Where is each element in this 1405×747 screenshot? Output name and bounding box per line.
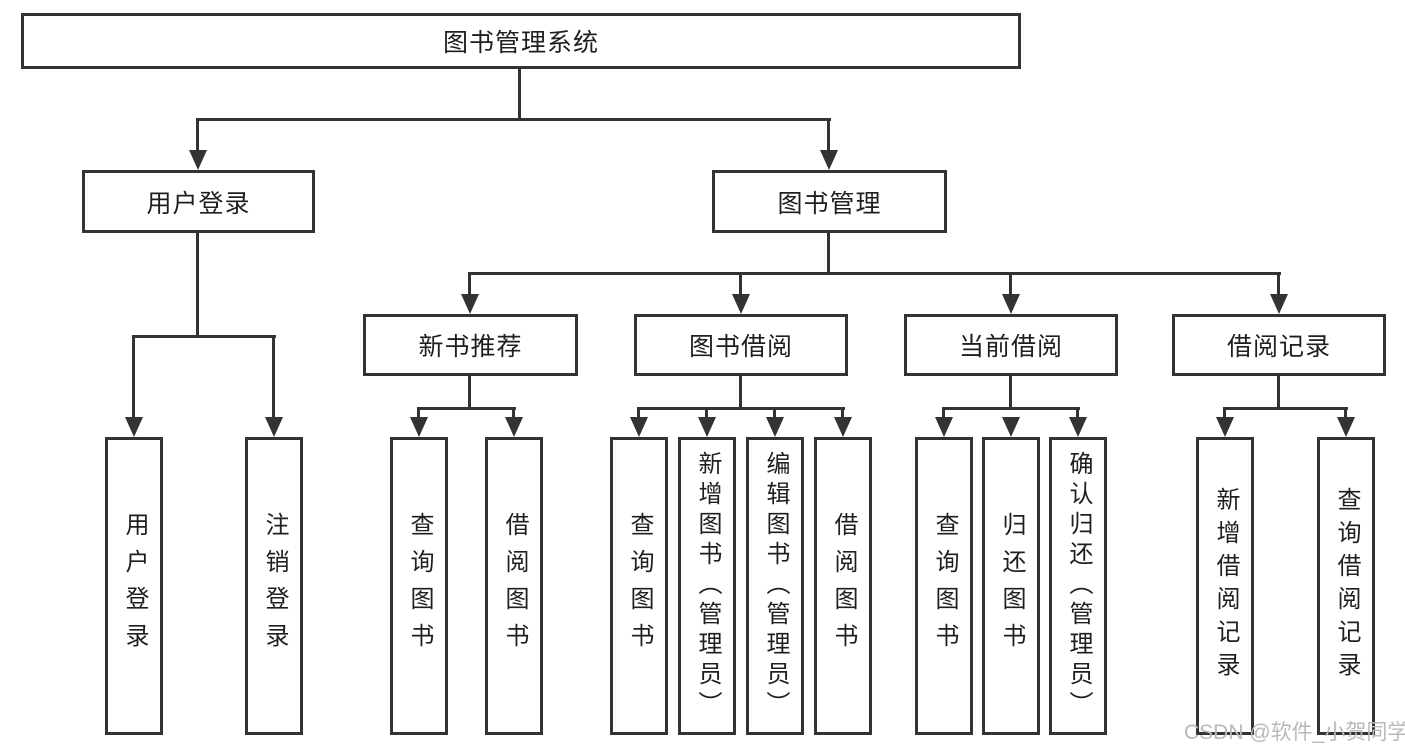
connector-shaft bbox=[827, 121, 830, 152]
arrowhead-leaf bbox=[505, 417, 523, 437]
arrowhead-leaf bbox=[630, 417, 648, 437]
connector-shaft bbox=[705, 410, 708, 419]
connector-shaft bbox=[1344, 410, 1347, 419]
connector-shaft bbox=[196, 121, 199, 152]
node-leaf-borrow-books: 借阅图书 bbox=[814, 437, 872, 735]
connector-bm-stub bbox=[827, 233, 830, 275]
arrowhead-leaf bbox=[766, 417, 784, 437]
node-leaf-return-books: 归还图书 bbox=[982, 437, 1040, 735]
arrowhead-leaf bbox=[125, 417, 143, 437]
node-leaf-query-books: 查询图书 bbox=[610, 437, 668, 735]
connector-shaft bbox=[1076, 410, 1079, 419]
connector-shaft bbox=[132, 338, 135, 419]
node-borrow-records: 借阅记录 bbox=[1172, 314, 1386, 376]
connector-ul-rail bbox=[132, 335, 276, 338]
node-leaf-add-borrow-record: 新增借阅记录 bbox=[1196, 437, 1254, 735]
node-current-borrow: 当前借阅 bbox=[904, 314, 1118, 376]
arrowhead-book-management bbox=[820, 150, 838, 170]
arrowhead-leaf bbox=[698, 417, 716, 437]
connector-shaft bbox=[1223, 410, 1226, 419]
connector-rail bbox=[942, 407, 1080, 410]
connector-rail bbox=[417, 407, 516, 410]
connector-shaft bbox=[417, 410, 420, 419]
connector-level2-rail bbox=[468, 272, 1281, 275]
node-leaf-query-books: 查询图书 bbox=[915, 437, 973, 735]
arrowhead-leaf bbox=[834, 417, 852, 437]
connector-shaft bbox=[841, 410, 844, 419]
node-leaf-edit-books-admin: 编辑图书（管理员） bbox=[746, 437, 804, 735]
node-leaf-add-books-admin: 新增图书（管理员） bbox=[678, 437, 736, 735]
connector-stub bbox=[1277, 376, 1280, 410]
connector-shaft bbox=[512, 410, 515, 419]
arrowhead-leaf bbox=[935, 417, 953, 437]
node-leaf-query-borrow-record: 查询借阅记录 bbox=[1317, 437, 1375, 735]
arrowhead-leaf bbox=[1069, 417, 1087, 437]
arrowhead-user-login bbox=[189, 150, 207, 170]
connector-stub bbox=[468, 376, 471, 410]
arrowhead-leaf bbox=[410, 417, 428, 437]
connector-shaft bbox=[1277, 275, 1280, 296]
arrowhead-current-borrow bbox=[1002, 294, 1020, 314]
connector-shaft bbox=[773, 410, 776, 419]
node-leaf-borrow-books: 借阅图书 bbox=[485, 437, 543, 735]
connector-shaft bbox=[739, 275, 742, 296]
connector-ul-stub bbox=[196, 233, 199, 338]
arrowhead-leaf bbox=[1216, 417, 1234, 437]
node-leaf-logout: 注销登录 bbox=[245, 437, 303, 735]
node-leaf-confirm-return-admin: 确认归还（管理员） bbox=[1049, 437, 1107, 735]
arrowhead-borrow-records bbox=[1270, 294, 1288, 314]
connector-rail bbox=[637, 407, 845, 410]
arrowhead-leaf bbox=[1002, 417, 1020, 437]
arrowhead-leaf bbox=[1337, 417, 1355, 437]
arrowhead-book-borrow bbox=[732, 294, 750, 314]
connector-shaft bbox=[942, 410, 945, 419]
connector-root-stub bbox=[518, 69, 521, 121]
node-root: 图书管理系统 bbox=[21, 13, 1021, 69]
node-user-login: 用户登录 bbox=[82, 170, 315, 233]
node-book-borrow: 图书借阅 bbox=[634, 314, 848, 376]
node-new-book-recommend: 新书推荐 bbox=[363, 314, 578, 376]
connector-shaft bbox=[637, 410, 640, 419]
node-leaf-query-books: 查询图书 bbox=[390, 437, 448, 735]
connector-level1-rail bbox=[196, 118, 831, 121]
connector-stub bbox=[1009, 376, 1012, 410]
watermark-text: CSDN @软件_小贺同学 bbox=[1184, 721, 1405, 744]
node-leaf-user-login: 用户登录 bbox=[105, 437, 163, 735]
connector-stub bbox=[739, 376, 742, 410]
connector-shaft bbox=[1009, 275, 1012, 296]
arrowhead-leaf bbox=[265, 417, 283, 437]
arrowhead-new-book bbox=[461, 294, 479, 314]
connector-shaft bbox=[468, 275, 471, 296]
node-book-management: 图书管理 bbox=[712, 170, 947, 233]
connector-rail bbox=[1223, 407, 1348, 410]
connector-shaft bbox=[272, 338, 275, 419]
